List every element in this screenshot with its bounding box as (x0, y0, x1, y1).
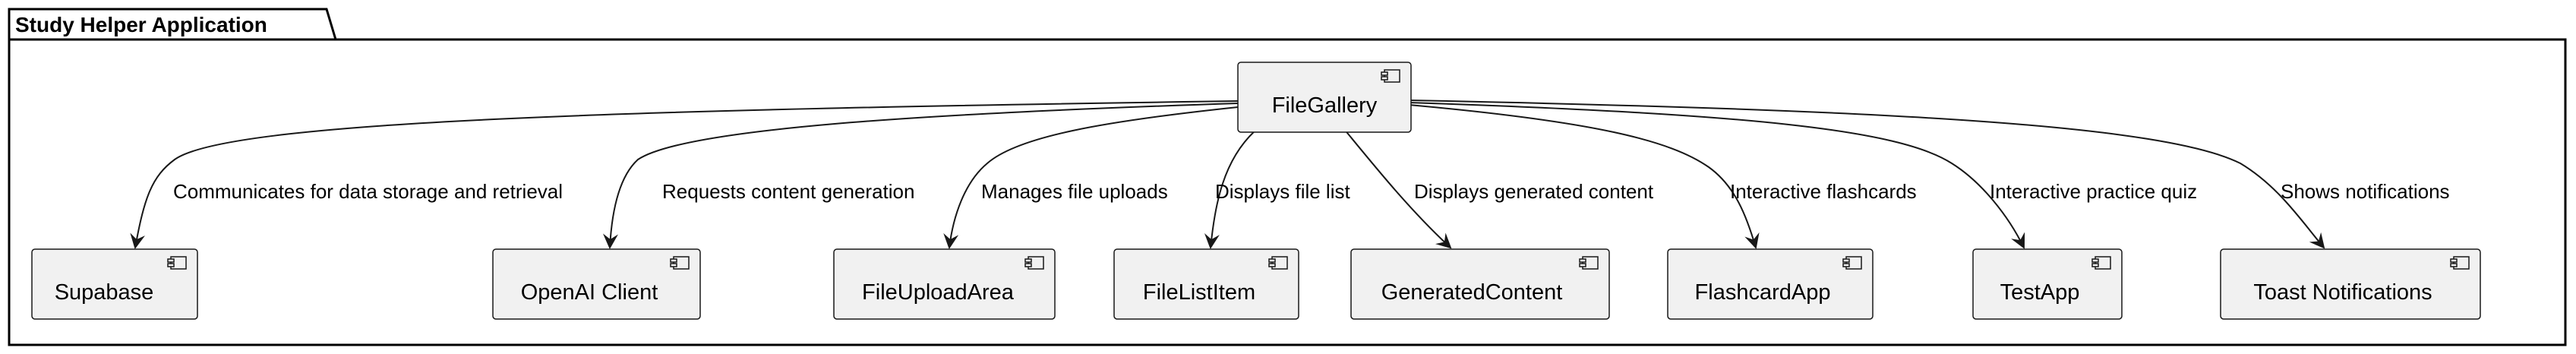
component-icon (1024, 256, 1044, 270)
package-study-helper-application: Study Helper Application (8, 8, 2567, 346)
component-icon (1579, 256, 1599, 270)
edge-label-openai-client: Requests content generation (662, 180, 914, 203)
component-file-upload-area[interactable]: FileUploadArea (833, 248, 1056, 320)
component-icon (2091, 256, 2111, 270)
edge-label-supabase: Communicates for data storage and retrie… (173, 180, 563, 203)
edge-label-toast-notifications: Shows notifications (2281, 180, 2450, 203)
component-icon (670, 256, 690, 270)
edge-file-upload-area (943, 106, 1239, 249)
component-label: GeneratedContent (1381, 280, 1563, 305)
edge-test-app (1408, 102, 2025, 249)
component-icon (167, 256, 187, 270)
edge-label-file-list-item: Displays file list (1215, 180, 1350, 203)
edge-file-list-item (1204, 128, 1258, 249)
component-icon (1268, 256, 1288, 270)
component-file-list-item[interactable]: FileListItem (1113, 248, 1299, 320)
edge-label-flashcard-app: Interactive flashcards (1730, 180, 1917, 203)
component-label: Supabase (55, 280, 154, 305)
edge-flashcard-app (1408, 104, 1760, 249)
edges (130, 100, 2325, 249)
edge-label-file-upload-area: Manages file uploads (981, 180, 1168, 203)
edge-generated-content (1343, 128, 1452, 249)
component-generated-content[interactable]: GeneratedContent (1350, 248, 1610, 320)
component-label: Toast Notifications (2253, 280, 2432, 305)
component-icon (2450, 256, 2470, 270)
component-label: TestApp (2000, 280, 2080, 305)
edge-labels: Communicates for data storage and retrie… (173, 180, 2450, 203)
edge-openai-client (602, 103, 1239, 249)
edge-label-test-app: Interactive practice quiz (1990, 180, 2197, 203)
edge-supabase (130, 100, 1239, 249)
component-openai-client[interactable]: OpenAI Client (492, 248, 701, 320)
component-label: FileGallery (1272, 93, 1378, 118)
component-label: OpenAI Client (521, 280, 658, 305)
component-icon (1842, 256, 1862, 270)
component-file-gallery[interactable]: FileGallery (1237, 62, 1412, 133)
component-icon (1381, 69, 1400, 83)
component-label: FlashcardApp (1695, 280, 1831, 305)
edge-label-generated-content: Displays generated content (1414, 180, 1654, 203)
package-title: Study Helper Application (15, 13, 267, 36)
component-label: FileUploadArea (862, 280, 1015, 305)
component-toast-notifications[interactable]: Toast Notifications (2220, 248, 2481, 320)
edge-toast-notifications (1408, 100, 2325, 249)
component-supabase[interactable]: Supabase (31, 248, 198, 320)
component-test-app[interactable]: TestApp (1972, 248, 2123, 320)
component-flashcard-app[interactable]: FlashcardApp (1667, 248, 1874, 320)
component-label: FileListItem (1143, 280, 1255, 305)
